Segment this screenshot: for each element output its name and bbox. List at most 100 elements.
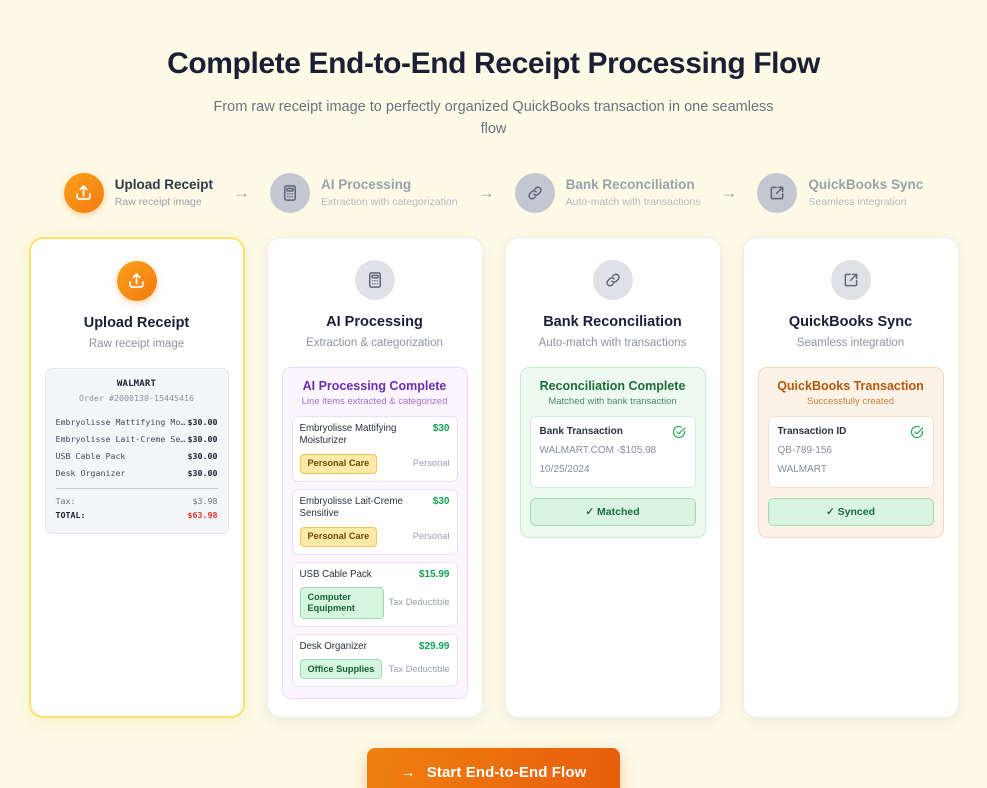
step-subtitle: Raw receipt image	[114, 195, 202, 208]
line-item-footer: Office Supplies Tax Deductible	[299, 659, 450, 680]
receipt-line-items: Embryolisse Mattifying Moi… $30.00 Embry…	[56, 414, 218, 482]
receipt-tax-row: Tax: $3.98	[56, 494, 218, 508]
page-title: Complete End-to-End Receipt Processing F…	[167, 47, 820, 80]
card-quickbooks-sync[interactable]: QuickBooks Sync Seamless integration Qui…	[742, 236, 959, 719]
receipt-item-name: Desk Organizer	[55, 468, 126, 479]
cta-label: Start End-to-End Flow	[426, 764, 587, 782]
category-chip[interactable]: Office Supplies	[299, 659, 383, 680]
flow-cards-row: Upload Receipt Raw receipt image WALMART…	[0, 236, 987, 719]
link-icon	[592, 259, 633, 300]
step-title: Upload Receipt	[114, 176, 214, 192]
line-item-header: USB Cable Pack $15.99	[300, 569, 450, 581]
line-item-card[interactable]: Desk Organizer $29.99 Office Supplies Ta…	[291, 633, 458, 688]
ai-processing-panel: AI Processing Complete Line items extrac…	[281, 366, 468, 700]
line-item-header: Embryolisse Mattifying Moisturizer $30	[300, 423, 450, 448]
card-subtitle: Extraction & categorization	[306, 336, 443, 349]
link-icon	[514, 172, 555, 213]
external-link-icon	[757, 172, 798, 213]
receipt-total-amount: $63.98	[187, 509, 218, 520]
line-item-price: $30	[432, 495, 450, 507]
step-quickbooks-sync[interactable]: QuickBooks Sync Seamless integration	[757, 172, 923, 213]
line-item-header: Embryolisse Lait-Creme Sensitive $30	[300, 496, 450, 521]
panel-subtitle: Successfully created	[806, 395, 895, 407]
card-upload-receipt[interactable]: Upload Receipt Raw receipt image WALMART…	[28, 236, 245, 719]
step-title: QuickBooks Sync	[808, 176, 924, 192]
category-chip[interactable]: Computer Equipment	[299, 587, 384, 619]
receipt-item-amount: $30.00	[187, 468, 218, 479]
receipt-tax-amount: $3.98	[192, 495, 218, 506]
receipt-order-number: Order #2000130-15445416	[79, 392, 194, 403]
line-item-card[interactable]: USB Cable Pack $15.99 Computer Equipment…	[291, 562, 458, 627]
panel-title: AI Processing Complete	[302, 378, 447, 393]
upload-icon	[63, 172, 104, 213]
step-text: QuickBooks Sync Seamless integration	[808, 177, 923, 209]
step-title: Bank Reconciliation	[565, 176, 695, 192]
step-bank-reconciliation[interactable]: Bank Reconciliation Auto-match with tran…	[514, 172, 700, 213]
receipt-item-amount: $30.00	[187, 434, 218, 445]
card-bank-reconciliation[interactable]: Bank Reconciliation Auto-match with tran…	[504, 236, 721, 719]
step-upload-receipt[interactable]: Upload Receipt Raw receipt image	[63, 172, 214, 213]
step-arrow-icon: →	[233, 183, 251, 203]
card-title: Bank Reconciliation	[543, 313, 682, 330]
receipt-line-item: USB Cable Pack $30.00	[56, 448, 218, 465]
start-end-to-end-flow-button[interactable]: → Start End-to-End Flow	[366, 748, 621, 788]
step-title: AI Processing	[321, 176, 412, 192]
card-title: QuickBooks Sync	[788, 313, 913, 330]
line-item-price: $30	[432, 422, 450, 434]
step-arrow-icon: →	[477, 183, 495, 203]
line-item-name: Embryolisse Lait-Creme Sensitive	[299, 495, 403, 520]
step-progress-bar: Upload Receipt Raw receipt image →	[0, 172, 987, 213]
line-item-card[interactable]: Embryolisse Lait-Creme Sensitive $30 Per…	[291, 488, 458, 555]
reconciliation-panel: Reconciliation Complete Matched with ban…	[519, 366, 706, 538]
receipt-total-label: TOTAL:	[55, 509, 86, 520]
calculator-icon	[354, 259, 395, 300]
panel-title: QuickBooks Transaction	[777, 378, 924, 393]
card-ai-processing[interactable]: AI Processing Extraction & categorizatio…	[266, 236, 483, 719]
category-chip[interactable]: Personal Care	[299, 526, 378, 547]
step-subtitle: Extraction with categorization	[321, 195, 458, 208]
line-item-tag: Tax Deductible	[388, 597, 450, 608]
synced-status-button[interactable]: ✓ Synced	[767, 497, 934, 526]
panel-title: Reconciliation Complete	[539, 378, 686, 393]
line-item-header: Desk Organizer $29.99	[300, 641, 450, 653]
detail-label: Bank Transaction	[539, 426, 623, 438]
step-text: AI Processing Extraction with categoriza…	[321, 177, 458, 209]
arrow-right-icon: →	[400, 764, 416, 782]
receipt-item-name: Embryolisse Lait-Creme Sen…	[55, 434, 186, 445]
panel-subtitle: Line items extracted & categorized	[301, 395, 448, 407]
card-subtitle: Raw receipt image	[88, 337, 185, 350]
step-arrow-icon: →	[720, 183, 738, 203]
calculator-icon	[270, 172, 311, 213]
category-chip[interactable]: Personal Care	[299, 453, 378, 474]
line-item-name: USB Cable Pack	[299, 569, 372, 580]
detail-line-2: 10/25/2024	[539, 464, 590, 476]
line-item-price: $15.99	[418, 569, 450, 580]
receipt-line-item: Embryolisse Mattifying Moi… $30.00	[56, 414, 218, 431]
detail-line-1: QB-789-156	[777, 444, 832, 456]
line-item-footer: Personal Care Personal	[299, 526, 450, 547]
card-title: Upload Receipt	[83, 314, 190, 331]
card-title: AI Processing	[326, 313, 423, 330]
detail-line-1: WALMART.COM -$105.98	[539, 444, 657, 456]
line-item-footer: Personal Care Personal	[299, 453, 450, 474]
detail-label: Transaction ID	[777, 426, 847, 438]
line-item-name: Embryolisse Mattifying Moisturizer	[299, 422, 397, 447]
receipt-tax-label: Tax:	[55, 495, 76, 506]
receipt-line-item: Embryolisse Lait-Creme Sen… $30.00	[56, 431, 218, 448]
step-subtitle: Seamless integration	[808, 195, 907, 208]
quickbooks-transaction-details: Transaction ID QB-789-156 WALMART	[767, 415, 934, 488]
line-item-footer: Computer Equipment Tax Deductible	[299, 587, 450, 619]
card-subtitle: Seamless integration	[796, 336, 905, 349]
panel-subtitle: Matched with bank transaction	[548, 395, 677, 407]
page-header: Complete End-to-End Receipt Processing F…	[0, 0, 987, 141]
cta-container: → Start End-to-End Flow	[0, 748, 987, 788]
receipt-store-name: WALMART	[116, 378, 157, 389]
matched-status-button[interactable]: ✓ Matched	[529, 497, 696, 526]
line-item-name: Desk Organizer	[299, 640, 367, 652]
line-item-card[interactable]: Embryolisse Mattifying Moisturizer $30 P…	[291, 415, 458, 482]
external-link-icon	[830, 259, 871, 300]
receipt-item-amount: $30.00	[187, 451, 218, 462]
step-ai-processing[interactable]: AI Processing Extraction with categoriza…	[270, 172, 458, 213]
upload-icon	[116, 260, 157, 301]
